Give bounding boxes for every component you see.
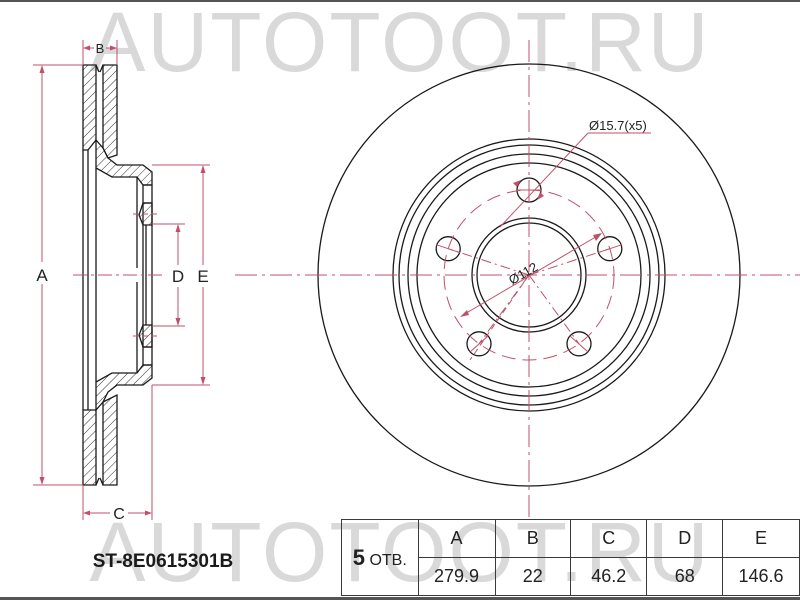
value-E: 146.6 [721,557,800,596]
header-C: C [570,519,648,558]
dimension-letters: A B C D E [36,41,208,523]
label-E: E [197,267,208,286]
holes-count: 5 [352,544,365,570]
value-B: 22 [494,557,572,596]
value-C: 46.2 [570,557,648,596]
spec-table: 5 ОТВ. A B C D E 279.9 22 46.2 68 146.6 [341,519,800,596]
profile-dimensions [33,40,210,520]
bolt-hole [566,331,592,357]
label-A: A [36,266,48,285]
bolt-hole [435,236,461,262]
holes-cell: 5 ОТВ. [341,519,419,596]
header-E: E [721,519,800,558]
bolt-hole [466,331,492,357]
bolt-hole-annotation: Ø15.7(x5) [589,118,647,133]
part-number: ST-8E0615301B [92,551,234,572]
holes-label: ОТВ. [369,551,407,569]
top-border [0,0,800,2]
header-D: D [646,519,723,558]
header-A: A [417,519,496,558]
value-A: 279.9 [417,557,496,596]
label-D: D [172,267,184,286]
header-B: B [494,519,572,558]
label-B: B [96,41,105,56]
bottom-border [0,597,800,600]
value-D: 68 [646,557,723,596]
watermark-top: AUTOTOOT.RU [89,0,711,89]
front-view-centerlines [235,40,800,520]
bolt-hole [597,236,623,262]
label-C: C [113,506,125,523]
